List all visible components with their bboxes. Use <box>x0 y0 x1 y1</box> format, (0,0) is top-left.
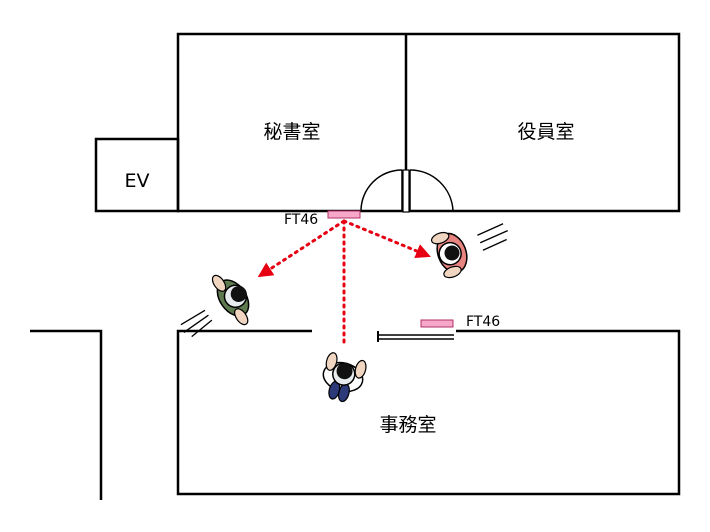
upper-rooms-outline <box>176 32 681 213</box>
person-navy-icon <box>322 352 367 403</box>
office-room-label: 事務室 <box>379 414 436 436</box>
person-red-icon <box>430 223 508 279</box>
secretary-room-label: 秘書室 <box>263 121 320 143</box>
office-outline <box>176 329 681 496</box>
executive-room-label: 役員室 <box>517 121 574 143</box>
person-green-icon <box>180 274 250 338</box>
office-sliding-door[interactable] <box>377 331 454 342</box>
motion-lines-left <box>180 309 213 338</box>
motion-lines-right <box>477 223 508 251</box>
left-corridor-wall <box>30 329 103 500</box>
signal-to-right-person <box>342 219 431 259</box>
elevator-label: EV <box>124 170 149 192</box>
sensor-top <box>327 210 361 219</box>
signal-to-left-person <box>257 219 346 278</box>
sensor-office-door <box>420 319 454 328</box>
sensor-top-label: FT46 <box>284 212 318 228</box>
double-door[interactable] <box>360 169 454 213</box>
elevator-outline <box>94 137 180 213</box>
detection-signals <box>257 219 431 347</box>
walls <box>30 32 681 500</box>
sensor-office-door-label: FT46 <box>466 314 500 330</box>
